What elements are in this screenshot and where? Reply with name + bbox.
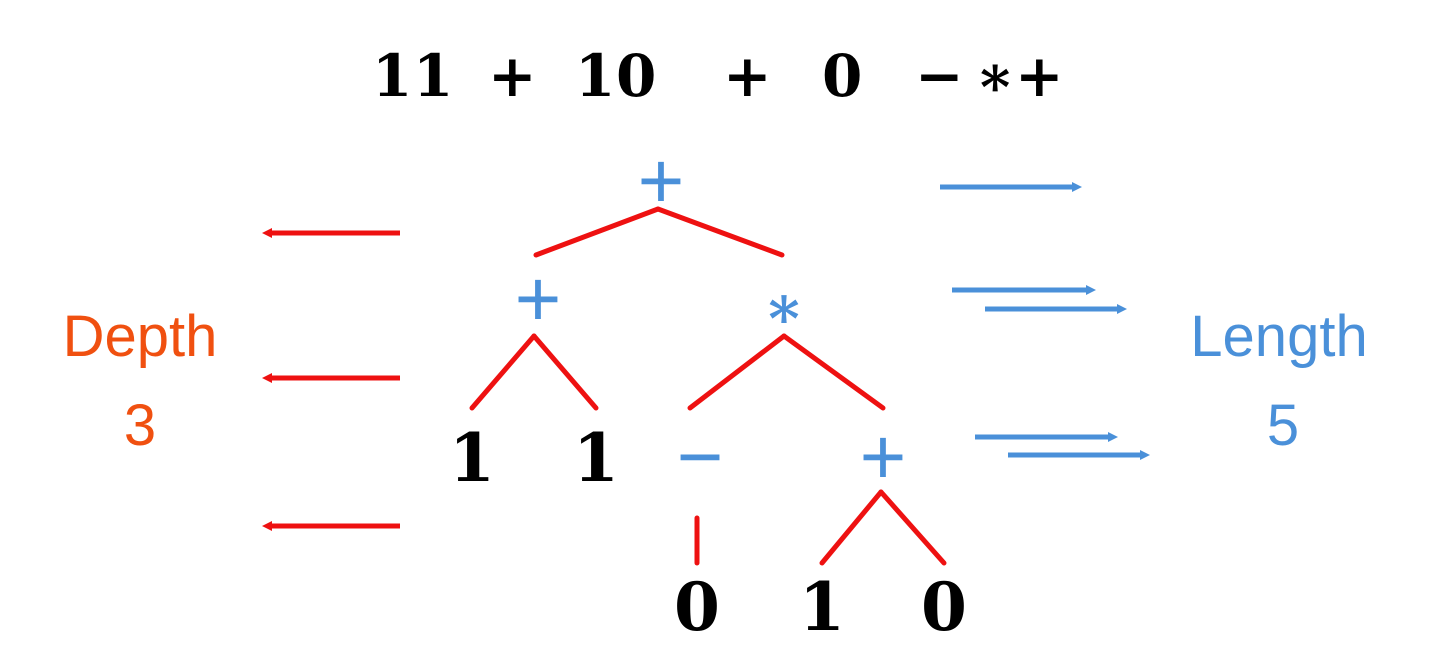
leaf-0a: 0 bbox=[674, 568, 720, 646]
postfix-expression: 1 1 + 1 0 + 0 − ∗ + bbox=[372, 42, 1064, 110]
edge-plus2-leaf1c bbox=[819, 489, 884, 566]
edge-plus-leaf1a bbox=[469, 333, 537, 411]
length-label: Length bbox=[1190, 304, 1367, 369]
operator-nodes: + + − + bbox=[515, 136, 907, 501]
expr-token-2: 1 bbox=[413, 42, 453, 110]
length-arrows bbox=[940, 182, 1150, 460]
expr-token-4: 1 bbox=[575, 42, 615, 110]
edge-plus-leaf1b bbox=[531, 333, 599, 411]
multiply-node: ∗ bbox=[763, 273, 804, 343]
expr-token-10: + bbox=[1015, 42, 1064, 110]
leaf-0b: 0 bbox=[921, 568, 967, 646]
expr-token-6: + bbox=[723, 42, 772, 110]
expr-token-7: 0 bbox=[822, 42, 862, 110]
edge-mul-plus bbox=[781, 333, 886, 411]
depth-arrows bbox=[262, 228, 400, 531]
leaf-1b: 1 bbox=[573, 419, 619, 497]
leaf-1c: 1 bbox=[799, 568, 845, 646]
expr-token-9: ∗ bbox=[975, 42, 1015, 110]
edge-root-left bbox=[533, 206, 661, 258]
expr-token-8: − bbox=[915, 42, 964, 110]
leaf-1a: 1 bbox=[449, 419, 495, 497]
operand-leaves: 1 1 0 1 0 bbox=[449, 419, 967, 646]
root-plus-node: + bbox=[638, 136, 685, 225]
edge-root-right bbox=[655, 206, 785, 258]
depth-label: Depth bbox=[63, 304, 218, 369]
expr-token-1: 1 bbox=[372, 42, 412, 110]
tree-edges bbox=[469, 206, 947, 566]
edge-mul-minus bbox=[687, 333, 787, 411]
minus-node: − bbox=[677, 412, 724, 501]
expr-token-5: 0 bbox=[616, 42, 656, 110]
expr-token-3: + bbox=[488, 42, 537, 110]
length-value: 5 bbox=[1267, 393, 1299, 458]
edge-plus2-leaf0b bbox=[878, 489, 947, 566]
right-plus-node: + bbox=[860, 412, 907, 501]
left-plus-node: + bbox=[515, 254, 562, 343]
depth-value: 3 bbox=[124, 393, 156, 458]
